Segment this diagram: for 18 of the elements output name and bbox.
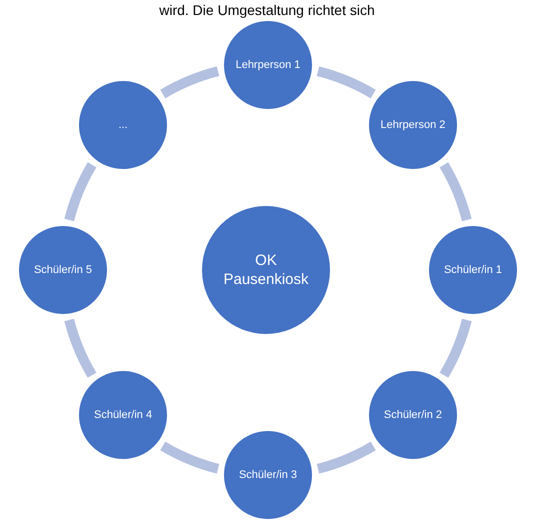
ring-arc	[160, 442, 220, 474]
node-label: Lehrperson 2	[380, 118, 446, 132]
node-label: Schüler/in 5	[34, 262, 92, 278]
ring-arc	[316, 442, 376, 474]
text-fragment: wird. Die Umgestaltung richtet sich	[158, 2, 376, 18]
node-label: OK Pausenkiosk	[222, 250, 310, 290]
node-label: Schüler/in 4	[94, 408, 152, 422]
ring-arc	[64, 162, 96, 222]
node-label: Schüler/in 2	[384, 408, 442, 422]
ring-arc	[316, 66, 376, 98]
ring-arc	[64, 318, 96, 378]
node-label: Schüler/in 1	[444, 262, 502, 278]
node-label: Schüler/in 3	[238, 468, 298, 482]
node-label: Lehrperson 1	[236, 58, 300, 72]
ring-arc	[440, 162, 472, 222]
node-label: ...	[118, 118, 128, 132]
ring-arc	[160, 66, 220, 98]
ring-arc	[440, 318, 472, 378]
